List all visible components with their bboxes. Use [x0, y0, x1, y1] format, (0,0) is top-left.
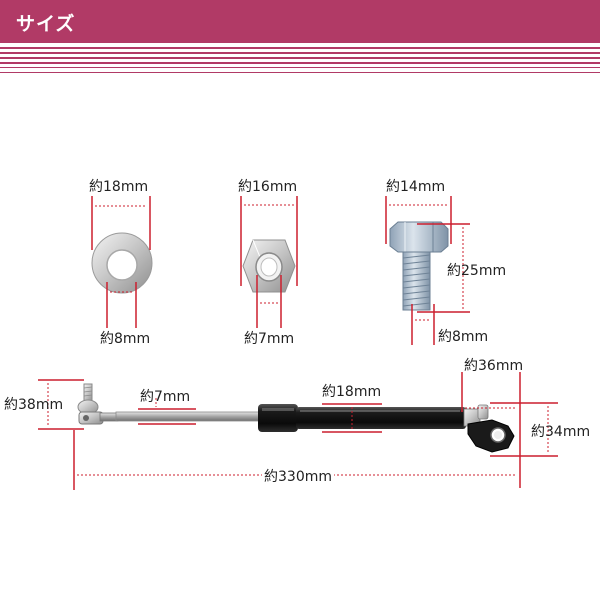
nut-dimension-lines — [240, 196, 298, 328]
header-stripe — [0, 62, 600, 64]
bracket-width-label: 約36mm — [464, 358, 524, 374]
washer-icon — [91, 232, 153, 294]
bolt-icon — [389, 221, 449, 311]
bracket-height-label: 約34mm — [531, 424, 591, 440]
washer-dimension-lines — [91, 196, 151, 328]
nut-icon — [242, 239, 296, 293]
bolt-dimension-lines — [385, 196, 470, 345]
bolt-length-label: 約25mm — [447, 263, 507, 279]
header-stripe — [0, 72, 600, 73]
washer-inner-diameter-label: 約8mm — [100, 331, 151, 347]
header-stripe — [0, 67, 600, 68]
nut-inner-diameter-label: 約7mm — [244, 331, 295, 347]
ball-joint-height-label: 約38mm — [4, 397, 64, 413]
header-stripe — [0, 47, 600, 49]
gas-strut-icon — [77, 383, 515, 453]
total-length-label: 約330mm — [262, 466, 334, 486]
body-diameter-label: 約18mm — [322, 384, 382, 400]
section-title: サイズ — [16, 13, 76, 35]
section-header: サイズ — [0, 0, 600, 43]
washer-outer-diameter-label: 約18mm — [89, 179, 149, 195]
nut-outer-diameter-label: 約16mm — [238, 179, 298, 195]
header-stripe — [0, 57, 600, 59]
rod-diameter-label: 約7mm — [140, 389, 191, 405]
header-stripe — [0, 52, 600, 54]
bolt-head-width-label: 約14mm — [386, 179, 446, 195]
bolt-thread-diameter-label: 約8mm — [438, 329, 489, 345]
